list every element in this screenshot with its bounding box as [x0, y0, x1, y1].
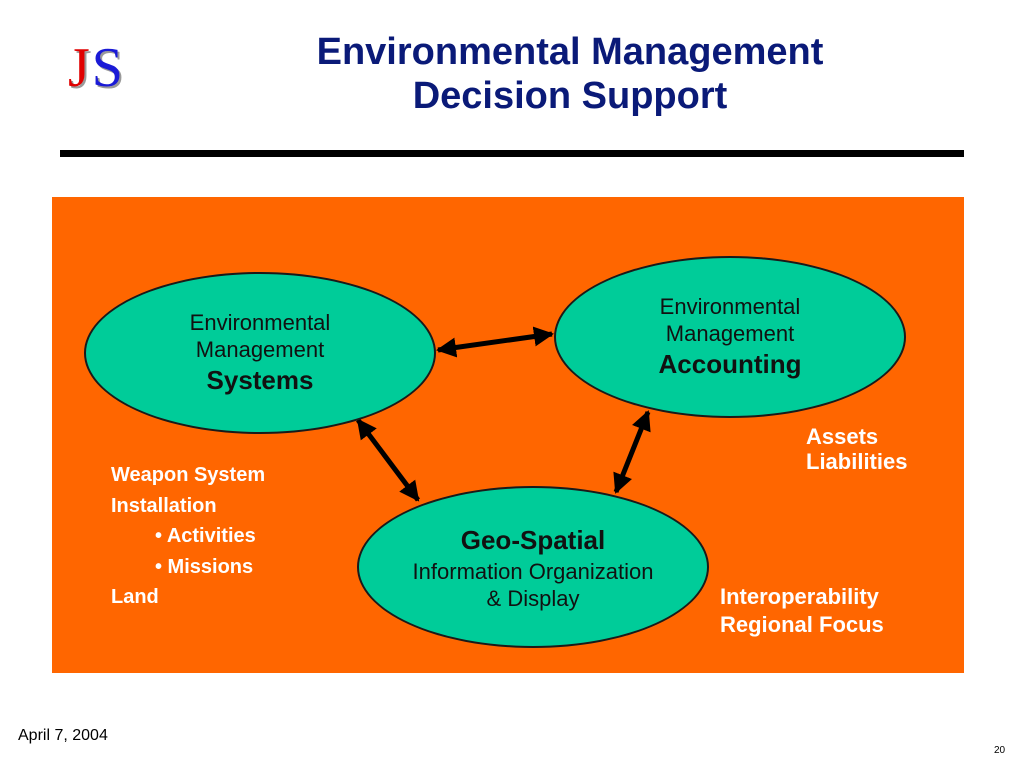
- title-line-2: Decision Support: [412, 75, 728, 117]
- accounting-bold: Accounting: [658, 349, 802, 379]
- list-bullet-missions: • Missions: [155, 555, 254, 578]
- ellipse-management-systems: Environmental Management Systems: [84, 272, 436, 434]
- ellipse-management-accounting: Environmental Management Accounting: [554, 256, 906, 418]
- geo-bold: Geo-Spatial: [460, 525, 606, 555]
- assets-liabilities-label: Assets Liabilities: [806, 424, 907, 474]
- arrow-systems-geo: [356, 418, 420, 502]
- geo-line-1: Information Organization: [412, 559, 654, 584]
- arrow-systems-accounting: [436, 326, 554, 358]
- js-logo: JS: [68, 40, 123, 96]
- list-bullet-activities: • Activities: [155, 525, 256, 547]
- assets-line: Assets: [806, 424, 879, 449]
- ellipse-geo-spatial: Geo-Spatial Information Organization & D…: [357, 486, 709, 648]
- title-divider: [60, 150, 964, 157]
- systems-line-1: Environmental: [189, 310, 331, 335]
- footer-date: April 7, 2004: [18, 727, 108, 744]
- list-line-1: Weapon System: [111, 464, 266, 486]
- page-number: 20: [994, 745, 1006, 756]
- systems-line-2: Management: [195, 337, 325, 362]
- arrow-accounting-geo: [613, 410, 651, 494]
- logo-letter-j: J: [68, 37, 90, 99]
- accounting-line-2: Management: [665, 321, 795, 346]
- interoperability-label: Interoperability Regional Focus: [720, 583, 884, 639]
- list-line-2: Installation: [111, 494, 217, 517]
- interoperability-line: Interoperability: [720, 584, 879, 609]
- liabilities-line: Liabilities: [806, 449, 908, 474]
- weapon-system-list: Weapon System Installation • Activities …: [111, 460, 265, 613]
- list-line-3: Land: [111, 586, 159, 608]
- title-line-1: Environmental Management: [316, 31, 824, 73]
- accounting-line-1: Environmental: [659, 294, 801, 319]
- slide-title: Environmental Management Decision Suppor…: [200, 30, 940, 118]
- systems-bold: Systems: [206, 365, 314, 395]
- regional-focus-line: Regional Focus: [720, 612, 884, 637]
- geo-line-2: & Display: [486, 586, 580, 611]
- logo-letter-s: S: [91, 37, 123, 99]
